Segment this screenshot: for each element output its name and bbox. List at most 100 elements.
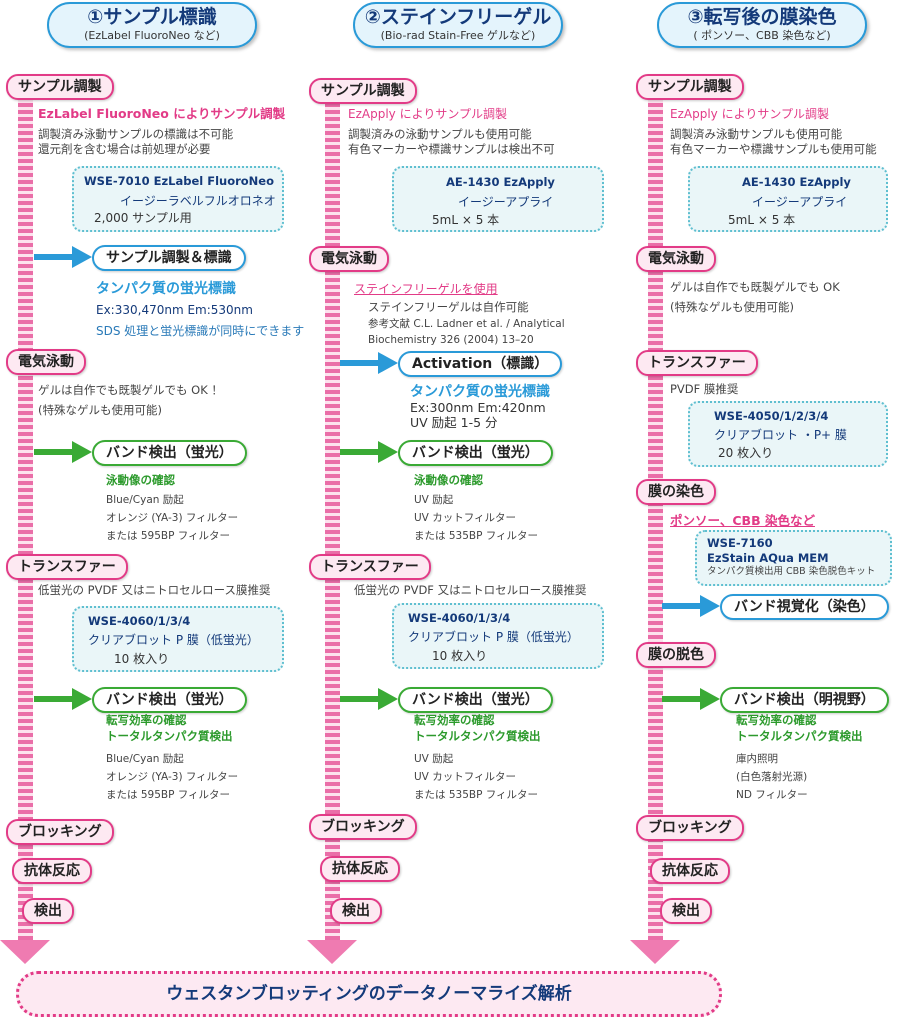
normalization-analysis-banner: ウェスタンブロッティングのデータノーマライズ解析 xyxy=(16,971,722,1017)
c3-transfer-note: PVDF 膜推奨 xyxy=(670,382,739,396)
c3-band-line3: ND フィルター xyxy=(736,789,808,801)
c2-band1-line2: UV カットフィルター xyxy=(414,512,516,524)
c3-step-sample-prep: サンプル調製 xyxy=(636,74,744,100)
column1-flow-line xyxy=(18,82,33,940)
c2-pill-activation[interactable]: Activation（標識） xyxy=(398,351,563,377)
c2-arrow-to-band2[interactable] xyxy=(340,688,398,710)
c3-product2-code: WSE-4050/1/2/3/4 xyxy=(714,409,829,423)
c3-step-electrophoresis: 電気泳動 xyxy=(636,246,716,272)
c3-step-transfer: トランスファー xyxy=(636,350,758,376)
c3-product-box-ezapply: AE-1430 EzApply イージーアプライ 5mL × 5 本 xyxy=(688,166,888,232)
column3-flow-line xyxy=(648,82,663,940)
c1-product1-qty: 2,000 サンプル用 xyxy=(94,211,192,225)
c2-band2-line1: UV 励起 xyxy=(414,753,454,765)
column3-header: ③転写後の膜染色 ( ポンソー、CBB 染色など) xyxy=(657,2,867,48)
c1-electro-note1: ゲルは自作でも既製ゲルでも OK ！ xyxy=(38,383,223,397)
c1-electro-note2: (特殊なゲルも使用可能) xyxy=(38,403,162,417)
c2-step-antibody: 抗体反応 xyxy=(320,856,400,882)
c2-pill-band-detect2[interactable]: バンド検出（蛍光） xyxy=(398,687,553,713)
c2-band1-line3: または 535BP フィルター xyxy=(414,530,539,542)
c3-arrow-to-band[interactable] xyxy=(662,688,720,710)
c2-fluor-uv: UV 励起 1-5 分 xyxy=(410,415,498,430)
c2-sample-title: EzApply によりサンプル調製 xyxy=(348,107,507,121)
c1-sample-note2: 還元剤を含む場合は前処理が必要 xyxy=(38,142,211,156)
column2-subtitle: (Bio-rad Stain-Free ゲルなど) xyxy=(380,29,536,42)
c2-sample-note2: 有色マーカーや標識サンプルは検出不可 xyxy=(348,142,555,156)
c1-product2-code: WSE-4060/1/3/4 xyxy=(88,614,191,628)
c1-fluor-note: SDS 処理と蛍光標識が同時にできます xyxy=(96,324,305,338)
c1-step-transfer: トランスファー xyxy=(6,554,128,580)
c3-sample-note1: 調製済み泳動サンプルも使用可能 xyxy=(670,127,843,141)
c3-band-line2: (白色落射光源) xyxy=(736,771,808,783)
c2-transfer-note: 低蛍光の PVDF 又はニトロセルロース膜推奨 xyxy=(354,583,587,597)
c2-product1-name: イージーアプライ xyxy=(458,195,554,209)
c1-band2-title1: 転写効率の確認 xyxy=(106,713,187,727)
c1-band1-line2: オレンジ (YA-3) フィルター xyxy=(106,512,239,524)
c2-stainfree-line3: Biochemistry 326 (2004) 13–20 xyxy=(368,334,534,346)
c3-pill-band-detect[interactable]: バンド検出（明視野） xyxy=(720,687,889,713)
c3-product1-code: AE-1430 EzApply xyxy=(742,175,851,189)
c3-arrow-to-visualize[interactable] xyxy=(662,595,720,617)
c1-band1-title: 泳動像の確認 xyxy=(106,473,175,487)
column1-header: ①サンプル標識 (EzLabel FluoroNeo など) xyxy=(47,2,257,48)
c3-product1-name: イージーアプライ xyxy=(752,195,848,209)
c2-stainfree-line2: 参考文献 C.L. Ladner et al. / Analytical xyxy=(368,318,565,330)
c1-product-box-fluoroneo: WSE-7010 EzLabel FluoroNeo イージーラベルフルオロネオ… xyxy=(72,166,284,232)
c3-step-membrane-destain: 膜の脱色 xyxy=(636,642,716,668)
c3-product2-name: クリアブロット ・P+ 膜 xyxy=(714,428,847,442)
c2-arrow-to-band1[interactable] xyxy=(340,441,398,463)
c1-arrow-to-band1[interactable] xyxy=(34,441,92,463)
c3-product-box-clearblot: WSE-4050/1/2/3/4 クリアブロット ・P+ 膜 20 枚入り xyxy=(688,401,888,467)
c1-transfer-note: 低蛍光の PVDF 又はニトロセルロース膜推奨 xyxy=(38,583,271,597)
c2-step-sample-prep: サンプル調製 xyxy=(309,78,417,104)
c3-pill-band-visualize[interactable]: バンド視覚化（染色） xyxy=(720,594,889,620)
c2-step-detection: 検出 xyxy=(330,898,382,924)
c3-step-antibody: 抗体反応 xyxy=(650,858,730,884)
c1-pill-band-detect1[interactable]: バンド検出（蛍光） xyxy=(92,440,247,466)
c2-fluor-ex: Ex:300nm Em:420nm xyxy=(410,400,546,415)
c2-band1-line1: UV 励起 xyxy=(414,494,454,506)
c3-product-box-ezstain: WSE-7160 EzStain AQua MEM タンパク質検出用 CBB 染… xyxy=(695,530,892,586)
c2-arrow-to-activation[interactable] xyxy=(340,352,398,374)
c1-fluor-title: タンパク質の蛍光標識 xyxy=(96,281,236,297)
c2-band2-line3: または 535BP フィルター xyxy=(414,789,539,801)
c2-fluor-title: タンパク質の蛍光標識 xyxy=(410,384,550,400)
c3-band-title2: トータルタンパク質検出 xyxy=(736,729,863,743)
c2-sample-note1: 調製済みの泳動サンプルも使用可能 xyxy=(348,127,532,141)
c1-pill-sample-labeling[interactable]: サンプル調製＆標識 xyxy=(92,245,246,271)
c1-band2-title2: トータルタンパク質検出 xyxy=(106,729,233,743)
c2-step-blocking: ブロッキング xyxy=(309,814,417,840)
column2-down-arrow xyxy=(307,940,357,964)
c1-arrow-to-band2[interactable] xyxy=(34,688,92,710)
c2-product2-qty: 10 枚入り xyxy=(432,649,488,663)
c1-step-sample-prep: サンプル調製 xyxy=(6,74,114,100)
c3-stain-title: ポンソー、CBB 染色など xyxy=(670,513,815,528)
c2-band2-title1: 転写効率の確認 xyxy=(414,713,495,727)
c1-product1-name: イージーラベルフルオロネオ xyxy=(120,194,276,208)
c3-electro-note2: (特殊なゲルも使用可能) xyxy=(670,300,794,314)
column3-subtitle: ( ポンソー、CBB 染色など) xyxy=(693,29,831,42)
c3-product2-qty: 20 枚入り xyxy=(718,446,774,460)
column1-down-arrow xyxy=(0,940,50,964)
c2-product2-name: クリアブロット P 膜（低蛍光） xyxy=(408,630,579,644)
c1-band1-line1: Blue/Cyan 励起 xyxy=(106,494,184,506)
c1-sample-title: EzLabel FluoroNeo によりサンプル調製 xyxy=(38,106,286,121)
c2-stainfree-title: ステインフリーゲルを使用 xyxy=(354,282,498,296)
c3-step-membrane-stain: 膜の染色 xyxy=(636,479,716,505)
c2-pill-band-detect1[interactable]: バンド検出（蛍光） xyxy=(398,440,553,466)
c1-step-antibody: 抗体反応 xyxy=(12,858,92,884)
column3-title: ③転写後の膜染色 xyxy=(687,6,837,28)
c1-product-box-clearblot: WSE-4060/1/3/4 クリアブロット P 膜（低蛍光） 10 枚入り xyxy=(72,606,284,672)
c3-product1-qty: 5mL × 5 本 xyxy=(728,213,796,227)
c1-arrow-to-labeling[interactable] xyxy=(34,246,92,268)
c1-pill-band-detect2[interactable]: バンド検出（蛍光） xyxy=(92,687,247,713)
c1-band2-line3: または 595BP フィルター xyxy=(106,789,231,801)
c2-stainfree-line1: ステインフリーゲルは自作可能 xyxy=(368,300,529,314)
c3-product3-name: EzStain AQua MEM xyxy=(707,551,829,565)
c2-band1-title: 泳動像の確認 xyxy=(414,473,483,487)
c2-step-electrophoresis: 電気泳動 xyxy=(309,246,389,272)
c3-band-title1: 転写効率の確認 xyxy=(736,713,817,727)
c3-sample-title: EzApply によりサンプル調製 xyxy=(670,107,829,121)
column2-title: ②ステインフリーゲル xyxy=(364,6,552,28)
c3-step-detection: 検出 xyxy=(660,898,712,924)
